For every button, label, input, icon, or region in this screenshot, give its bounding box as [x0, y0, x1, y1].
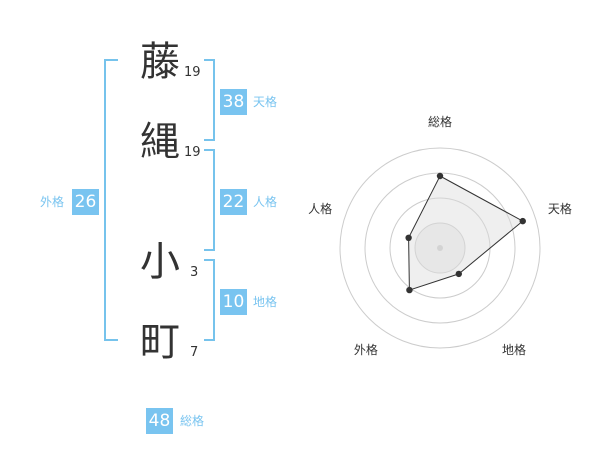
- radar-data-polygon: [408, 175, 524, 291]
- stroke-count-4: 7: [190, 345, 199, 360]
- chikaku-label: 地格: [253, 295, 278, 309]
- jinkaku-label: 人格: [253, 195, 278, 209]
- chikaku-bracket: [204, 259, 215, 341]
- radar-point-3: [455, 270, 463, 278]
- name-char-1: 藤: [140, 39, 180, 85]
- radar-axis-label-5: 人格: [308, 201, 332, 216]
- name-char-2: 縄: [140, 119, 180, 165]
- radar-point-5: [405, 234, 412, 242]
- radar-axis-label-4: 外格: [354, 342, 378, 357]
- soukaku-label: 総格: [180, 414, 205, 428]
- radar-center: [437, 245, 443, 251]
- stroke-count-3: 3: [190, 265, 199, 280]
- radar-axis-label-1: 総格: [428, 114, 452, 129]
- gaikaku-label: 外格: [40, 195, 65, 209]
- jinkaku-bracket: [204, 149, 215, 251]
- radar-point-4: [406, 286, 413, 294]
- name-char-3: 小: [140, 239, 180, 285]
- tenkaku-label: 天格: [253, 95, 278, 109]
- radar-point-2: [519, 217, 526, 225]
- radar-ring-4: [339, 147, 541, 349]
- radar-point-1: [436, 172, 444, 180]
- radar-axis-label-2: 天格: [548, 201, 572, 216]
- soukaku-value: 48: [146, 408, 173, 434]
- radar-axis-label-3: 地格: [502, 342, 526, 357]
- name-char-4: 町: [140, 319, 180, 365]
- gaikaku-value: 26: [72, 189, 99, 215]
- tenkaku-bracket: [204, 59, 215, 141]
- stroke-count-2: 19: [184, 145, 201, 160]
- stroke-count-1: 19: [184, 65, 201, 80]
- jinkaku-value: 22: [220, 189, 247, 215]
- tenkaku-value: 38: [220, 89, 247, 115]
- chikaku-value: 10: [220, 289, 247, 315]
- gaikaku-bracket: [104, 59, 118, 341]
